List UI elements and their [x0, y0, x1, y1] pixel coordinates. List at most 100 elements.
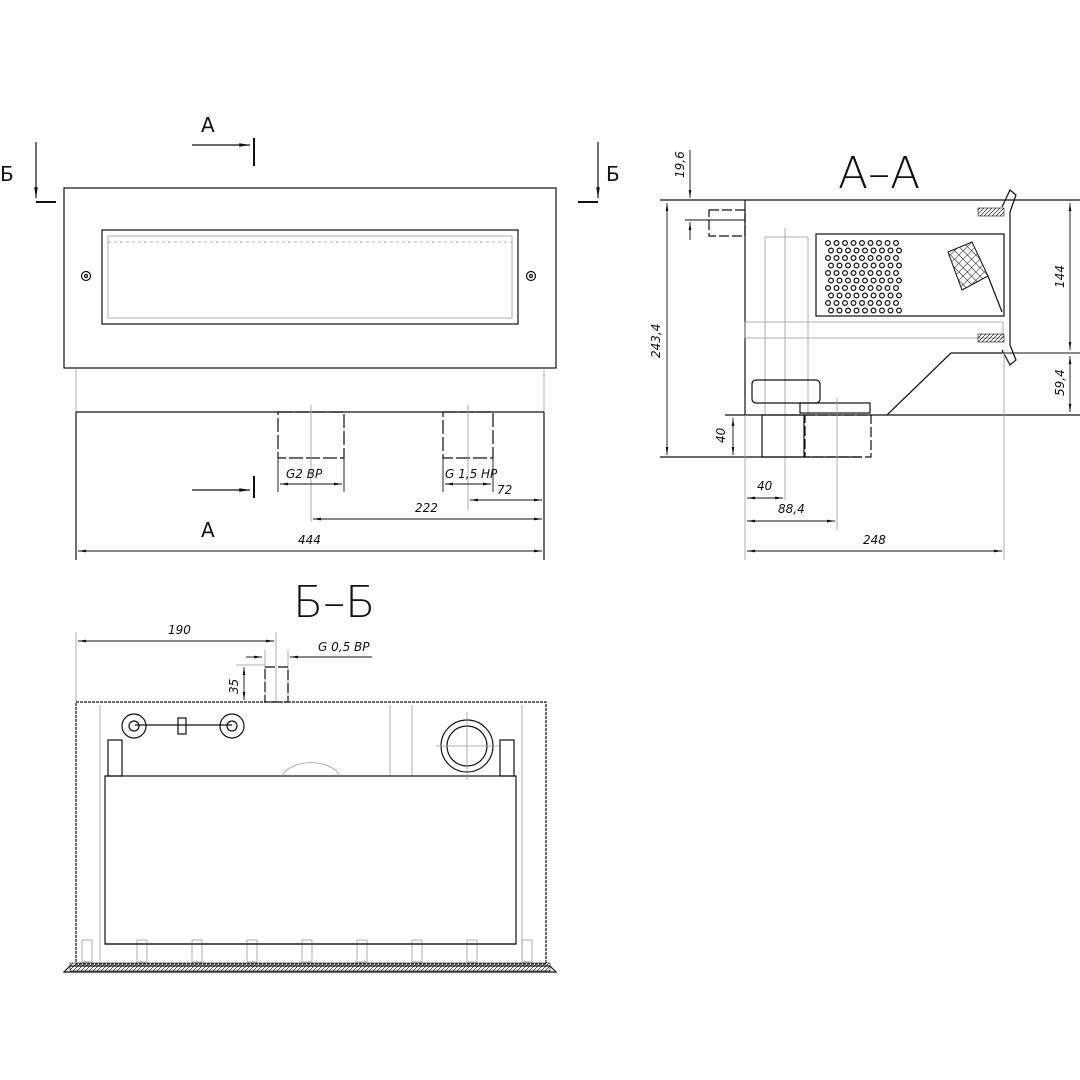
perforation-hole	[892, 285, 899, 292]
perforation-hole	[870, 277, 877, 284]
perforation-hole	[833, 240, 840, 247]
pipe-left-label: G2 ВР	[286, 467, 323, 481]
dim-144: 144	[1053, 265, 1067, 288]
perforation-hole	[853, 247, 860, 254]
perforation-hole	[853, 292, 860, 299]
rib	[301, 939, 313, 963]
perforation-hole	[841, 255, 848, 262]
perforation-hole	[858, 255, 865, 262]
perforation-hole	[895, 262, 902, 269]
dim-59-4: 59,4	[1053, 369, 1067, 396]
perforation-hole	[824, 240, 831, 247]
perforation-hole	[861, 307, 868, 314]
screw-icon	[525, 270, 537, 282]
perforation-hole	[870, 262, 877, 269]
perforation-hole	[878, 292, 885, 299]
section-aa-title: А–А	[838, 148, 920, 199]
perforation-hole	[850, 300, 857, 307]
perforation-hole	[827, 307, 834, 314]
perforation-hole	[836, 247, 843, 254]
grille-window	[101, 229, 519, 325]
perforation-hole	[875, 255, 882, 262]
perforation-hole	[858, 270, 865, 277]
dim-40-horizontal: 40	[757, 479, 773, 493]
section-arrow-b-right: Б	[578, 142, 620, 203]
perforation-hole	[892, 270, 899, 277]
perforation-hole	[841, 285, 848, 292]
section-aa: А–А 243,4 19,6 144 59,4 40 40 88,4 248	[649, 148, 1080, 560]
dim-222: 222	[415, 501, 438, 515]
perforation-hole	[875, 285, 882, 292]
section-mark-b-left: Б	[0, 162, 14, 186]
perforation-hole	[878, 307, 885, 314]
perforation-hole	[833, 300, 840, 307]
perforation-hole	[867, 240, 874, 247]
dim-444: 444	[298, 533, 321, 547]
perforation-hole	[836, 307, 843, 314]
pipe-right-label: G 1,5 НР	[445, 467, 498, 481]
perforation-hole	[895, 277, 902, 284]
perforation-hole	[858, 300, 865, 307]
perforation-hole	[892, 240, 899, 247]
front-view: А Б Б G2 ВР G 1,5 НР 72 222 444 А	[0, 113, 620, 560]
perforation-hole	[861, 247, 868, 254]
perforation-hole	[833, 270, 840, 277]
perforation-hole	[844, 262, 851, 269]
dim-40-vertical: 40	[714, 427, 728, 443]
dim-248: 248	[863, 533, 886, 547]
perforation-hole	[844, 292, 851, 299]
section-bb: Б–Б 190 G 0,5 ВР 35	[62, 577, 558, 973]
perforation-hole	[853, 262, 860, 269]
perforation-hole	[833, 255, 840, 262]
perforation-hole	[850, 255, 857, 262]
perforation-hole	[827, 292, 834, 299]
mesh-filter	[947, 241, 989, 291]
perforation-hole	[858, 285, 865, 292]
perforation-hole	[836, 277, 843, 284]
rib	[136, 939, 148, 963]
perforation-hole	[887, 307, 894, 314]
rib	[466, 939, 478, 963]
dim-72: 72	[497, 483, 512, 497]
section-arrow-b-left: Б	[0, 142, 56, 203]
perforation-hole	[895, 247, 902, 254]
perforation-hole	[884, 240, 891, 247]
perforation-hole	[824, 285, 831, 292]
perforation-hole	[824, 300, 831, 307]
perforation-hole	[836, 262, 843, 269]
perforation-hole	[867, 255, 874, 262]
perforation-hole	[853, 277, 860, 284]
rib	[191, 939, 203, 963]
perforation-hole	[884, 270, 891, 277]
perforation-hole	[878, 262, 885, 269]
dim-35: 35	[227, 679, 241, 694]
section-arrow-a-bottom: А	[192, 476, 255, 542]
perforation-hole	[858, 240, 865, 247]
perforation-hole	[867, 285, 874, 292]
perforation-hole	[853, 307, 860, 314]
perforation-hole	[895, 292, 902, 299]
perforation-hole	[824, 255, 831, 262]
perforation-hole	[836, 292, 843, 299]
perforation-hole	[887, 277, 894, 284]
dim-190: 190	[168, 623, 191, 637]
perforation-hole	[841, 300, 848, 307]
perforation-hole	[887, 247, 894, 254]
perforation-hole	[861, 277, 868, 284]
perforation-hole	[867, 300, 874, 307]
perforation-hole	[875, 300, 882, 307]
perforation-hole	[833, 285, 840, 292]
perforation-hole	[870, 307, 877, 314]
dim-19-6: 19,6	[673, 151, 687, 178]
perforation-hole	[884, 300, 891, 307]
perforation-hole	[861, 292, 868, 299]
perforation-hole	[844, 277, 851, 284]
screw-icon	[80, 270, 92, 282]
perforation-hole	[827, 277, 834, 284]
rib	[356, 939, 368, 963]
perforation-hole	[870, 292, 877, 299]
perforation-hole	[841, 240, 848, 247]
base-plate	[69, 962, 551, 972]
perforation-hole	[824, 270, 831, 277]
